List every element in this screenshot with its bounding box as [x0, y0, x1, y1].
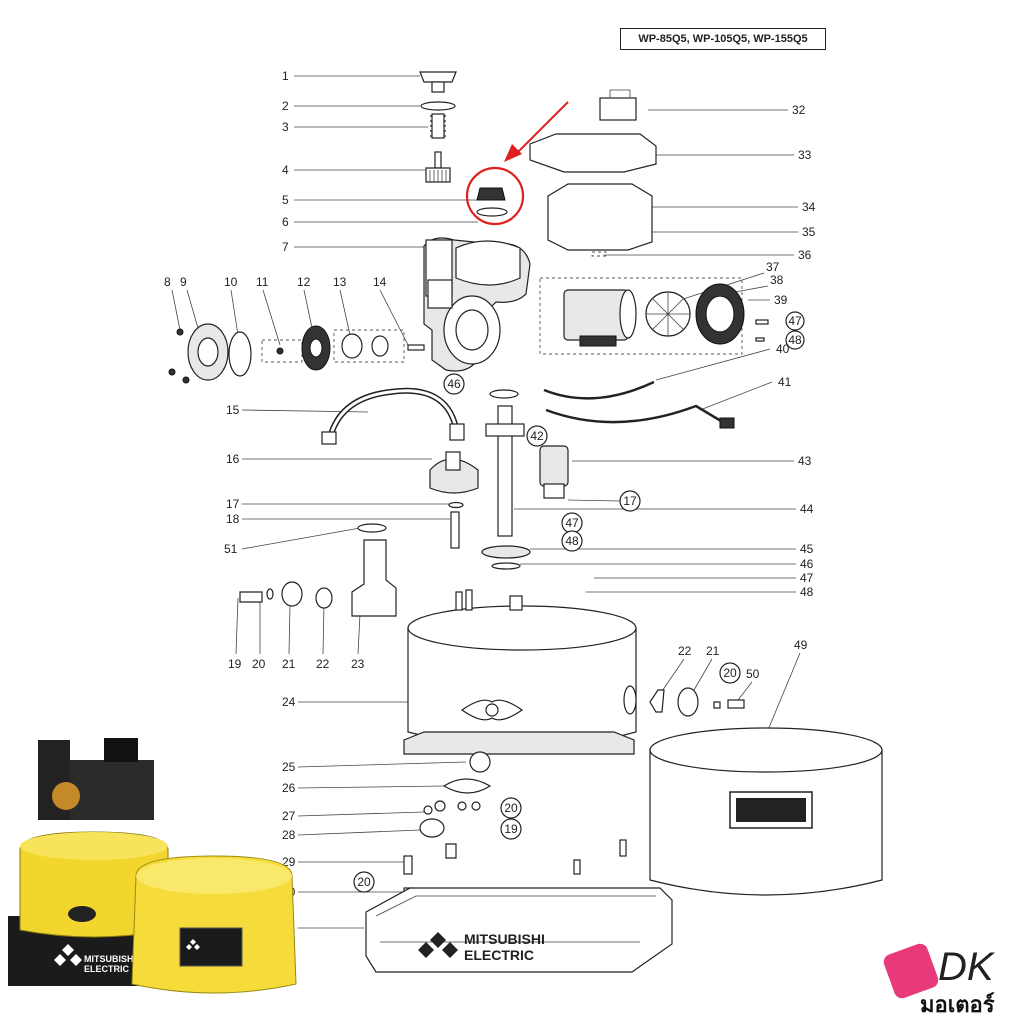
callout-17: 17 [226, 497, 240, 511]
watermark-thai: มอเตอร์ [920, 992, 995, 1017]
callout-11: 11 [256, 275, 269, 289]
circled-callout-20-left: 20 [357, 875, 371, 889]
photo-brand-line1: MITSUBISHI [84, 954, 136, 964]
highlighted-part-5-6 [465, 101, 569, 226]
callout-39: 39 [774, 293, 788, 307]
callout-49: 49 [794, 638, 808, 652]
circled-callout-42: 42 [530, 429, 544, 443]
callout-21-right: 21 [706, 644, 720, 658]
product-photo: MITSUBISHI ELECTRIC [8, 738, 297, 994]
circled-callout-20-right: 20 [723, 666, 737, 680]
callout-35: 35 [802, 225, 816, 239]
left-callouts: 1 2 3 4 5 6 7 8 9 10 11 12 13 14 15 16 1… [164, 69, 478, 935]
callout-50: 50 [746, 667, 760, 681]
callout-22: 22 [316, 657, 330, 671]
callout-4: 4 [282, 163, 289, 177]
callout-16: 16 [226, 452, 240, 466]
pump-head [423, 237, 531, 372]
callout-7: 7 [282, 240, 289, 254]
red-highlight-circle [465, 166, 525, 226]
callout-40: 40 [776, 342, 790, 356]
circled-callout-48-mid: 48 [565, 534, 579, 548]
motor-group [539, 277, 769, 355]
callout-24: 24 [282, 695, 296, 709]
callout-32: 32 [792, 103, 806, 117]
callout-1: 1 [282, 69, 289, 83]
callout-34: 34 [802, 200, 816, 214]
model-list-label: WP-85Q5, WP-105Q5, WP-155Q5 [620, 28, 826, 50]
callout-43: 43 [798, 454, 812, 468]
right-fittings [649, 687, 745, 717]
callout-44: 44 [800, 502, 814, 516]
callout-37: 37 [766, 260, 780, 274]
callout-6: 6 [282, 215, 289, 229]
callout-18: 18 [226, 512, 240, 526]
circled-callout-48: 48 [788, 333, 802, 347]
callout-38: 38 [770, 273, 784, 287]
callout-45: 45 [800, 542, 814, 556]
callout-46-right: 46 [800, 557, 814, 571]
base-31: MITSUBISHI ELECTRIC [365, 887, 673, 973]
callout-15: 15 [226, 403, 240, 417]
center-shaft [481, 389, 569, 570]
callout-21: 21 [282, 657, 296, 671]
callout-51: 51 [224, 542, 238, 556]
callout-2: 2 [282, 99, 289, 113]
circled-callout-20-mid: 20 [504, 801, 518, 815]
callout-29: 29 [282, 855, 296, 869]
red-pointer-arrow [515, 101, 569, 155]
motor-cover-group [529, 89, 657, 257]
circled-callout-17: 17 [623, 494, 637, 508]
callout-20: 20 [252, 657, 266, 671]
callout-23: 23 [351, 657, 365, 671]
callout-12: 12 [297, 275, 311, 289]
circled-callouts: 47 48 46 42 17 47 48 20 19 20 20 [353, 311, 805, 893]
base-brand-line2: ELECTRIC [464, 947, 534, 963]
callout-22-right: 22 [678, 644, 692, 658]
callout-36: 36 [798, 248, 812, 262]
watermark-initials: DK [938, 945, 996, 989]
circled-callout-47-mid: 47 [565, 516, 579, 530]
callout-48-right: 48 [800, 585, 814, 599]
photo-brand-line2: ELECTRIC [84, 964, 130, 974]
callout-26: 26 [282, 781, 296, 795]
dk-motor-watermark: DK มอเตอร์ [883, 943, 996, 1017]
base-brand-line1: MITSUBISHI [464, 931, 545, 947]
cover-49 [649, 727, 883, 896]
callout-19: 19 [228, 657, 242, 671]
brand-diamonds-icon [418, 932, 458, 958]
hose-15 [321, 387, 465, 445]
pressure-switch-group [239, 451, 479, 617]
callout-5: 5 [282, 193, 289, 207]
power-cables [543, 380, 735, 429]
circled-callout-46: 46 [447, 377, 461, 391]
callout-9: 9 [180, 275, 187, 289]
circled-callout-19: 19 [504, 822, 518, 836]
callout-27: 27 [282, 809, 296, 823]
callout-33: 33 [798, 148, 812, 162]
circled-callout-47: 47 [788, 314, 802, 328]
callout-25: 25 [282, 760, 296, 774]
callout-14: 14 [373, 275, 387, 289]
callout-41: 41 [778, 375, 792, 389]
callout-3: 3 [282, 120, 289, 134]
callout-10: 10 [224, 275, 238, 289]
callout-28: 28 [282, 828, 296, 842]
callout-13: 13 [333, 275, 347, 289]
right-callouts: 32 33 34 35 36 37 38 39 40 41 43 44 45 4… [514, 103, 816, 731]
pink-badge-icon [883, 943, 939, 999]
photo-brand-diamonds-icon [54, 944, 82, 966]
valve-stack [419, 71, 457, 183]
bottom-small-parts [403, 751, 627, 894]
pressure-tank [403, 589, 637, 755]
callout-8: 8 [164, 275, 171, 289]
callout-47-right: 47 [800, 571, 814, 585]
impeller-stack [168, 323, 425, 384]
